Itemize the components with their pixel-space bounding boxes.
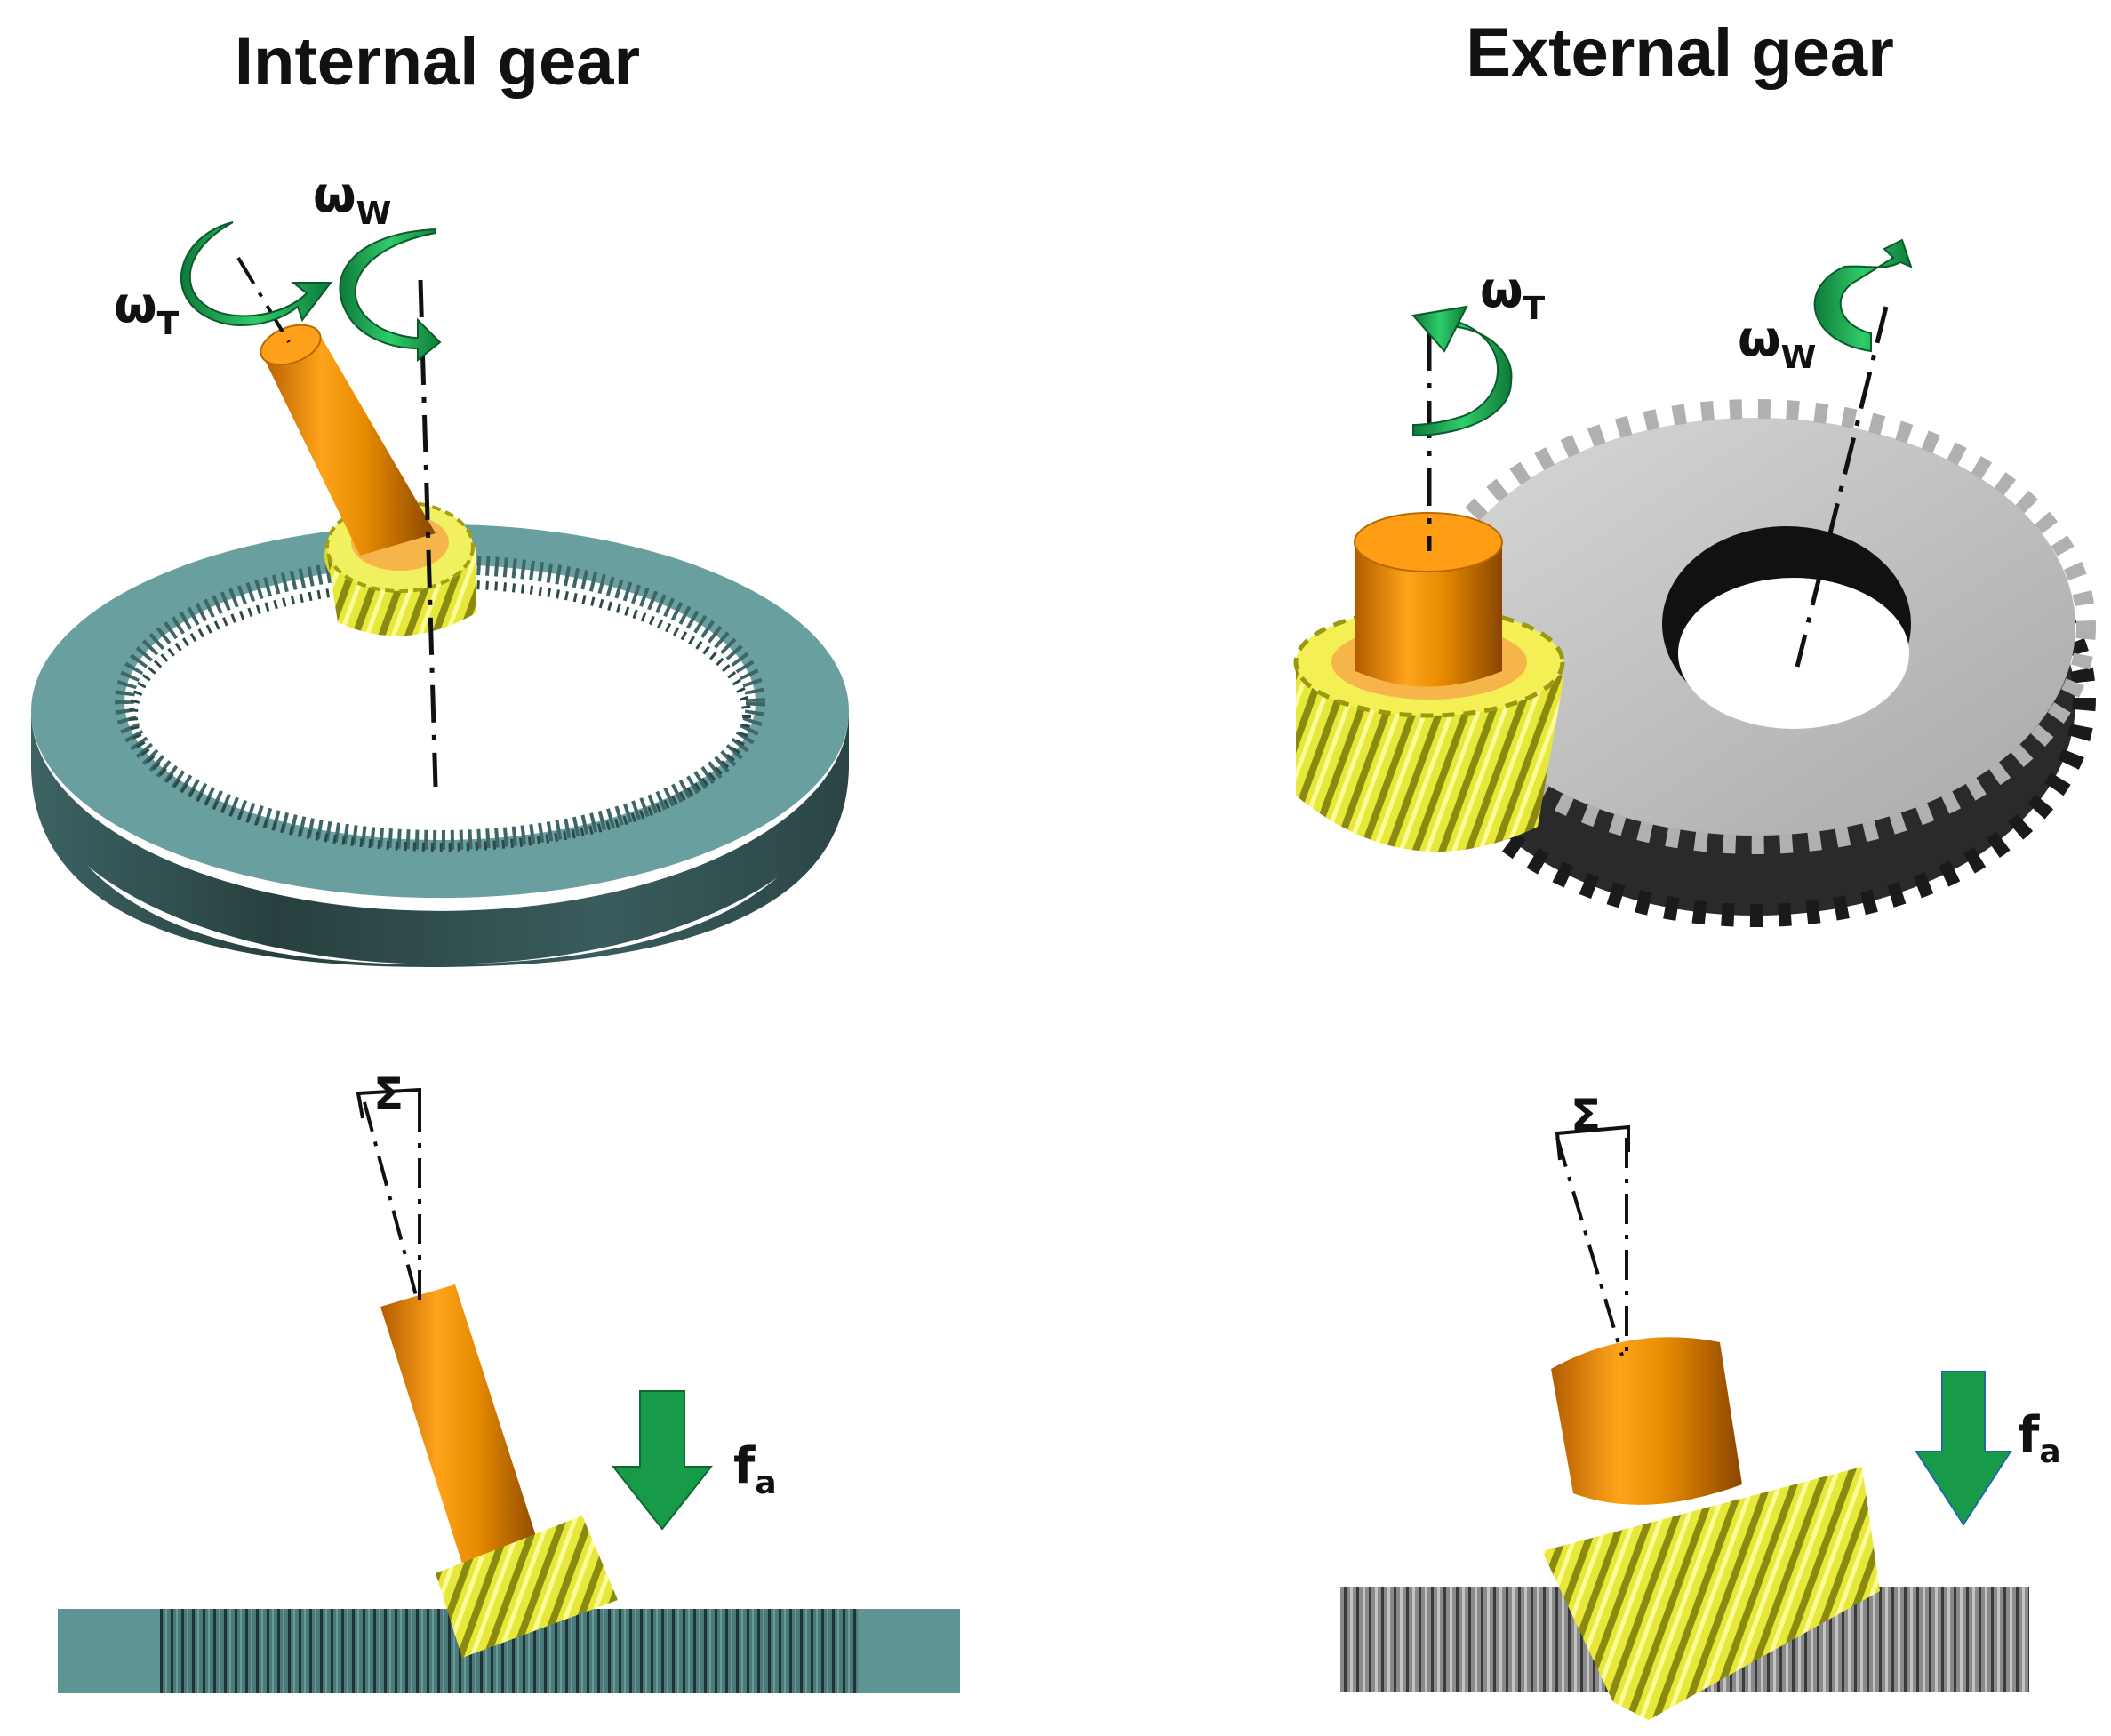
- rotation-arrow-icon: [180, 221, 333, 326]
- rotation-arrow-icon: [1813, 238, 1913, 353]
- omega-tool-label: ωT: [114, 276, 180, 342]
- external-work-axis: [1795, 306, 1889, 668]
- force-arrow-icon: [1915, 1371, 2012, 1526]
- external-tool-axis-side: [1555, 1137, 1624, 1356]
- internal-work-axis: [418, 279, 438, 788]
- internal-ring-gear: [30, 524, 850, 967]
- svg-text:ωW: ωW: [1738, 310, 1816, 376]
- svg-text:Σ: Σ: [1571, 1090, 1601, 1141]
- svg-text:Σ: Σ: [373, 1068, 404, 1120]
- omega-work-label: ωW: [1738, 310, 1816, 376]
- external-work-gear: [1415, 399, 2096, 927]
- svg-text:ωT: ωT: [114, 276, 180, 342]
- force-label: fa: [733, 1437, 777, 1501]
- force-label: fa: [2018, 1406, 2061, 1470]
- svg-text:fa: fa: [2018, 1406, 2061, 1470]
- internal-gear-title: Internal gear: [235, 24, 640, 100]
- rotation-arrow-icon: [339, 228, 442, 363]
- omega-work-label: ωW: [313, 166, 391, 232]
- internal-tool-axis-side: [363, 1101, 420, 1303]
- svg-text:ωT: ωT: [1480, 261, 1546, 327]
- internal-tool-axis: [236, 256, 291, 344]
- sigma-angle: Σ: [356, 1068, 421, 1120]
- external-tool-shaft: [1354, 512, 1503, 687]
- svg-text:fa: fa: [733, 1437, 777, 1501]
- sigma-angle: Σ: [1555, 1090, 1630, 1161]
- internal-tool-shaft: [260, 324, 436, 556]
- force-arrow-icon: [611, 1390, 714, 1531]
- external-gear-title: External gear: [1466, 15, 1894, 91]
- svg-text:ωW: ωW: [313, 166, 391, 232]
- rotation-arrow-icon: [1411, 305, 1513, 437]
- external-tool-side-view: [1542, 1337, 1880, 1720]
- internal-tool-side-view: [380, 1284, 618, 1658]
- omega-tool-label: ωT: [1480, 261, 1546, 327]
